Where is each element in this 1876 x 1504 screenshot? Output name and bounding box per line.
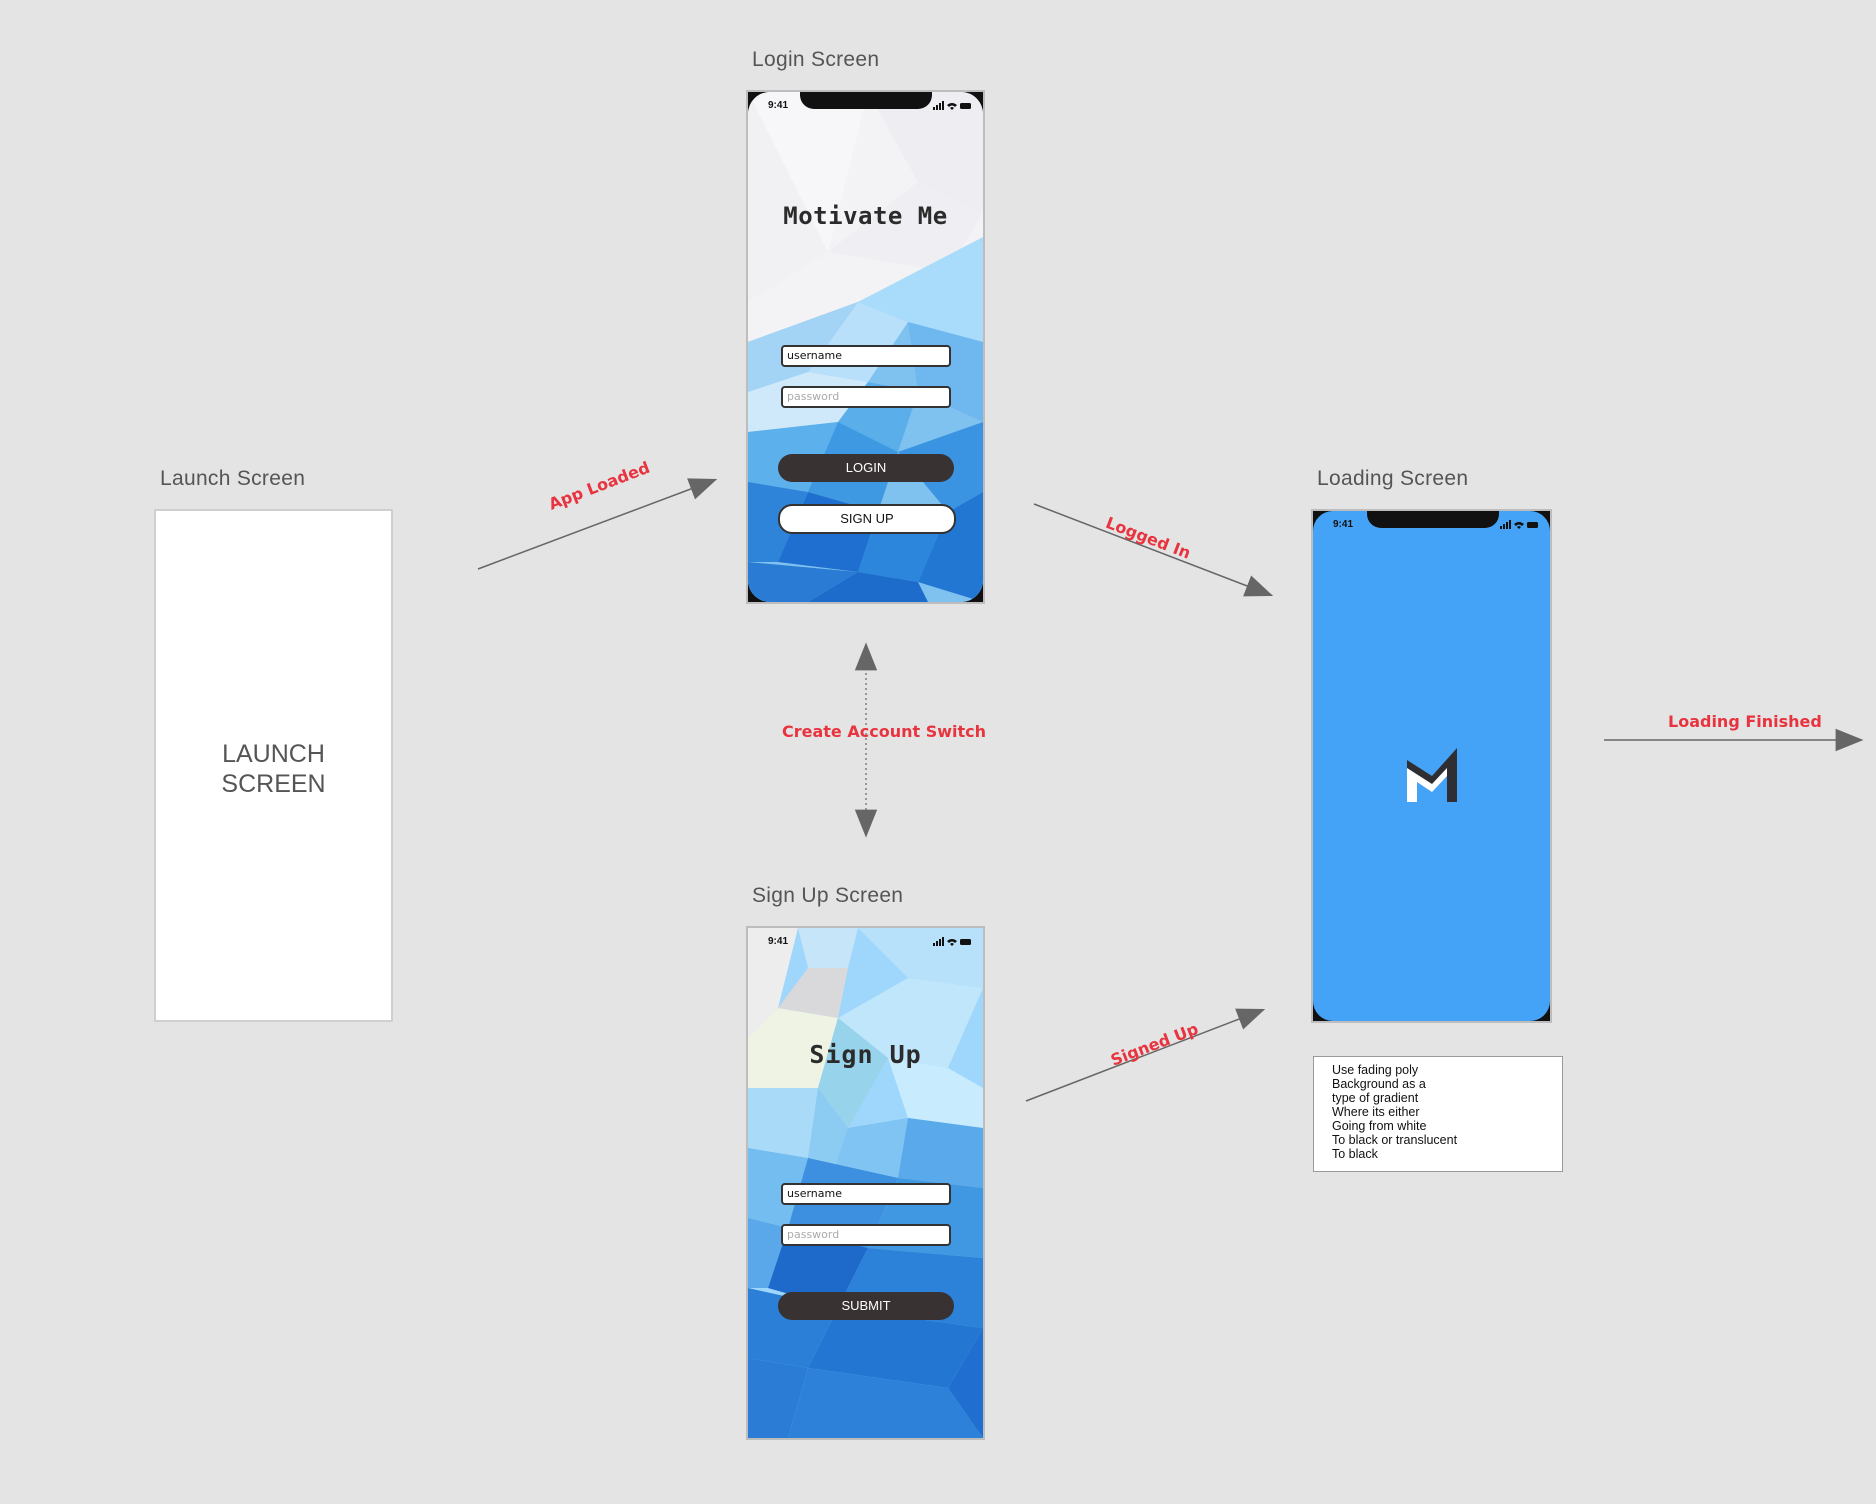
- login-username-input[interactable]: username: [781, 345, 951, 367]
- loading-screen-label: Loading Screen: [1317, 467, 1469, 490]
- notch: [1367, 511, 1499, 528]
- status-time: 9:41: [768, 100, 789, 111]
- launch-screen-frame: LAUNCH SCREEN: [154, 509, 393, 1022]
- signup-title: Sign Up: [809, 1040, 922, 1069]
- note-line: Where its either: [1332, 1105, 1420, 1119]
- launch-screen-text-line2: SCREEN: [221, 770, 326, 798]
- note-line: To black: [1332, 1147, 1378, 1161]
- signup-password-input[interactable]: password: [781, 1224, 951, 1246]
- signup-screen-label: Sign Up Screen: [752, 884, 904, 907]
- label-loading-finished: Loading Finished: [1668, 712, 1822, 731]
- loading-status-bar: 9:41: [1313, 511, 1550, 541]
- note-line: Use fading poly: [1332, 1063, 1419, 1077]
- design-note: Use fading poly Background as a type of …: [1313, 1056, 1563, 1172]
- status-icons: [933, 937, 971, 946]
- arrow-logged-in: [1033, 503, 1274, 597]
- signup-screen-frame: 9:41 Sign Up username password SUBMIT: [746, 926, 985, 1440]
- signup-username-input[interactable]: username: [781, 1183, 951, 1205]
- loading-background: 9:41: [1313, 511, 1550, 1021]
- note-line: type of gradient: [1332, 1091, 1419, 1105]
- signup-status-bar: 9:41: [748, 928, 983, 958]
- label-create-account-switch: Create Account Switch: [782, 722, 987, 741]
- loading-screen-frame: 9:41: [1311, 509, 1552, 1023]
- login-status-bar: 9:41: [748, 92, 983, 122]
- arrow-signed-up: [1025, 1008, 1266, 1102]
- login-password-input[interactable]: password: [781, 386, 951, 408]
- note-line: Going from white: [1332, 1119, 1427, 1133]
- submit-button[interactable]: SUBMIT: [778, 1292, 954, 1320]
- status-time: 9:41: [1333, 519, 1354, 530]
- launch-screen-text-line1: LAUNCH: [222, 740, 325, 768]
- status-icons: [1500, 520, 1538, 529]
- launch-screen-label: Launch Screen: [160, 467, 306, 490]
- login-app-title: Motivate Me: [783, 202, 948, 230]
- status-time: 9:41: [768, 936, 789, 947]
- login-screen-frame: 9:41 Motivate Me username password LOGIN…: [746, 90, 985, 604]
- app-logo-m-icon: [1407, 748, 1457, 802]
- note-line: Background as a: [1332, 1077, 1426, 1091]
- arrow-app-loaded: [477, 478, 718, 570]
- login-button[interactable]: LOGIN: [778, 454, 954, 482]
- login-screen-label: Login Screen: [752, 48, 880, 71]
- note-line: To black or translucent: [1332, 1133, 1458, 1147]
- notch: [800, 92, 932, 109]
- status-icons: [933, 101, 971, 110]
- signup-button[interactable]: SIGN UP: [778, 504, 956, 534]
